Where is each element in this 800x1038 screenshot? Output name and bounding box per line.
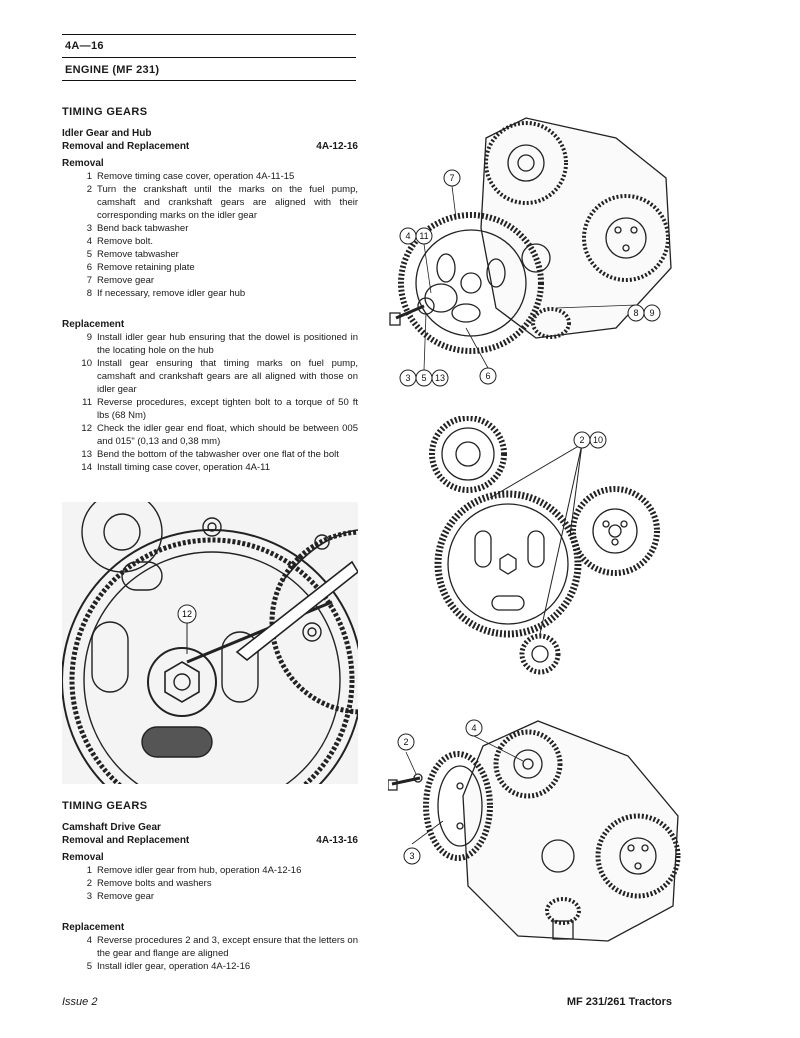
subsection-heading: Camshaft Drive Gear bbox=[62, 822, 161, 833]
header-rule-2 bbox=[62, 80, 356, 81]
callout-label: 5 bbox=[421, 373, 426, 383]
header-rule-1 bbox=[62, 57, 356, 58]
model-label: MF 231/261 Tractors bbox=[566, 996, 672, 1008]
operation-code: 4A-13-16 bbox=[316, 835, 358, 846]
callout-label: 3 bbox=[409, 851, 414, 861]
callout-label: 8 bbox=[633, 308, 638, 318]
section-heading: TIMING GEARS bbox=[62, 800, 148, 812]
camshaft-gear-section: TIMING GEARS Camshaft Drive Gear Removal… bbox=[62, 800, 358, 973]
camshaft-drive-gear-diagram: 2 4 3 bbox=[388, 719, 681, 942]
section-heading: TIMING GEARS bbox=[62, 106, 148, 118]
callout-label: 11 bbox=[419, 231, 428, 241]
callout-label: 7 bbox=[449, 173, 454, 183]
callout-label: 2 bbox=[579, 435, 584, 445]
removal-heading: Removal bbox=[62, 852, 104, 863]
operation-title: Removal and Replacement bbox=[62, 835, 190, 846]
callout-label: 2 bbox=[403, 737, 408, 747]
issue-label: Issue 2 bbox=[62, 996, 98, 1008]
replacement-heading: Replacement bbox=[62, 922, 125, 933]
subsection-heading: Idler Gear and Hub bbox=[62, 128, 152, 139]
callout-label: 10 bbox=[593, 435, 603, 445]
top-rule bbox=[62, 34, 356, 35]
idler-gear-photo-illustration: 12 bbox=[62, 502, 358, 784]
timing-gear-train-diagram: 2 10 bbox=[429, 416, 660, 675]
callout-label: 3 bbox=[405, 373, 410, 383]
callout-label: 9 bbox=[649, 308, 654, 318]
operation-line: Removal and Replacement 4A-12-16 bbox=[62, 140, 358, 153]
removal-heading: Removal bbox=[62, 158, 104, 169]
replacement-heading: Replacement bbox=[62, 319, 125, 330]
callout-label: 4 bbox=[405, 231, 410, 241]
operation-line: Removal and Replacement 4A-13-16 bbox=[62, 834, 358, 847]
idler-gear-exploded-diagram: 7 4 11 8 9 3 5 13 6 bbox=[389, 117, 672, 387]
page-number: 4A—16 bbox=[65, 40, 104, 52]
callout-label: 4 bbox=[471, 723, 476, 733]
callout-label: 13 bbox=[435, 373, 445, 383]
section-title: ENGINE (MF 231) bbox=[65, 64, 160, 76]
operation-title: Removal and Replacement bbox=[62, 141, 190, 152]
idler-gear-section: TIMING GEARS Idler Gear and Hub Removal … bbox=[62, 106, 358, 474]
operation-code: 4A-12-16 bbox=[316, 141, 358, 152]
callout-label: 6 bbox=[485, 371, 490, 381]
callout-label: 12 bbox=[182, 609, 192, 619]
